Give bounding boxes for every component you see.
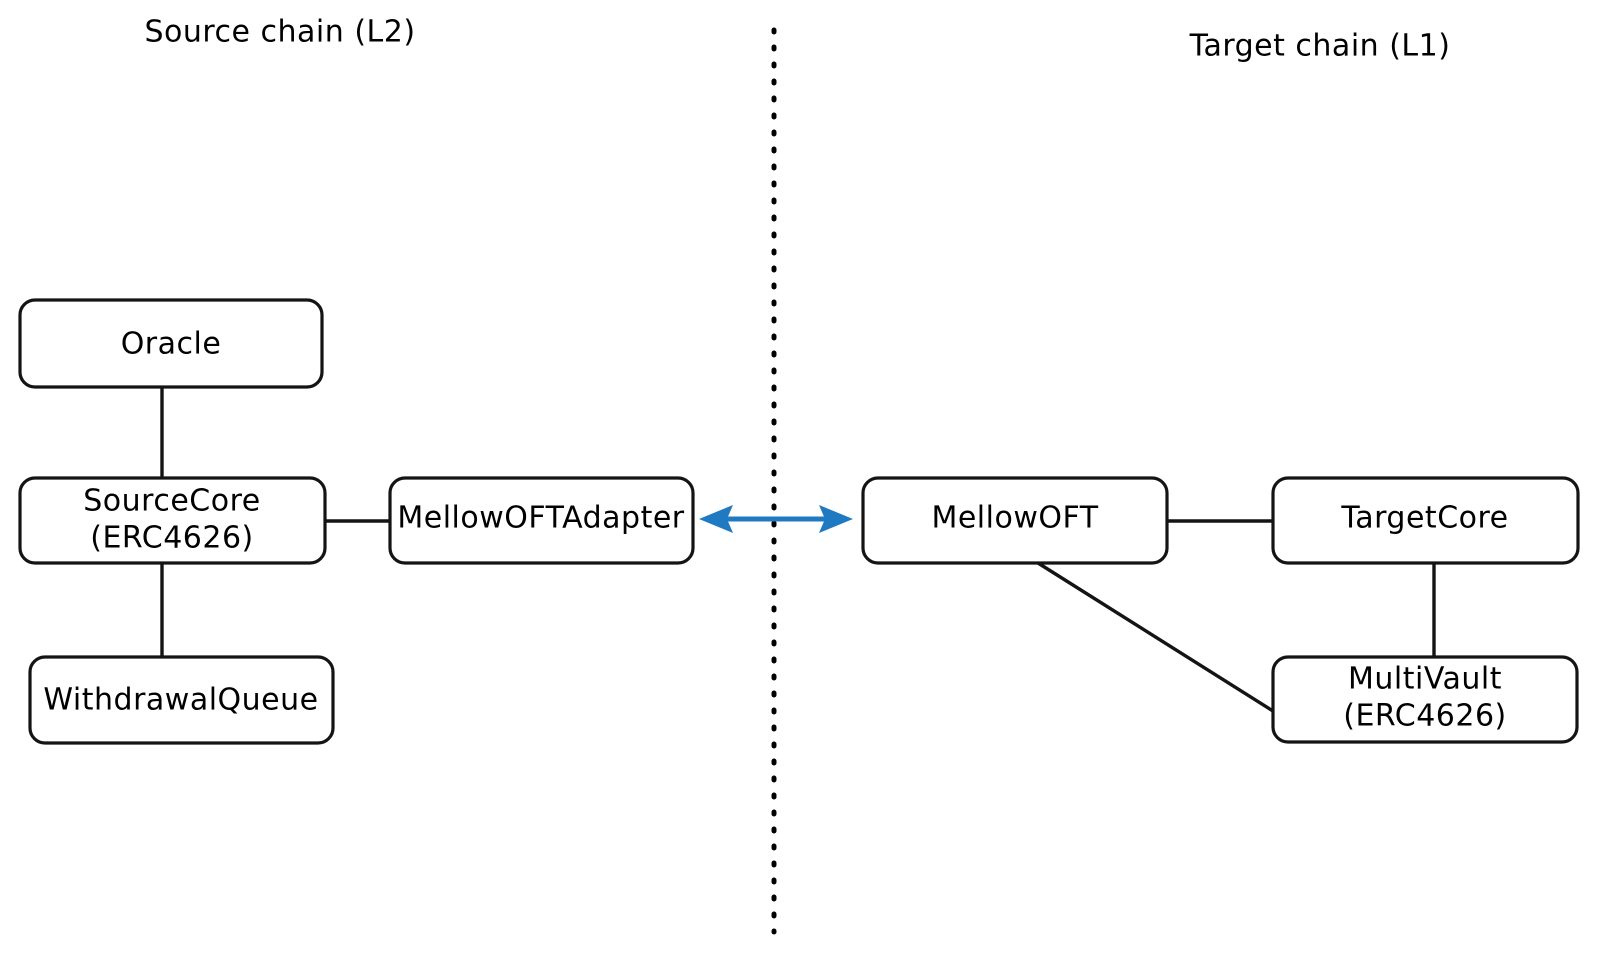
node-multi-vault-box[interactable] bbox=[1271, 655, 1579, 744]
node-mellow-oft-label: MellowOFT bbox=[931, 501, 1098, 536]
node-multi-vault-label-line1: MultiVault bbox=[1348, 662, 1502, 697]
node-target-core[interactable]: TargetCore bbox=[1271, 476, 1580, 565]
nodes-layer: Oracle SourceCore (ERC4626) WithdrawalQu… bbox=[18, 298, 1580, 745]
node-mellow-oft-adapter[interactable]: MellowOFTAdapter bbox=[388, 476, 695, 565]
node-mellow-oft-adapter-label: MellowOFTAdapter bbox=[397, 501, 684, 536]
node-source-core-label-line2: (ERC4626) bbox=[90, 521, 254, 556]
node-mellow-oft-adapter-box[interactable] bbox=[388, 476, 695, 565]
region-labels-layer: Source chain (L2) Target chain (L1) bbox=[144, 15, 1451, 64]
node-withdrawal-queue-box[interactable] bbox=[28, 655, 335, 745]
node-oracle[interactable]: Oracle bbox=[18, 298, 324, 389]
region-label-source-chain: Source chain (L2) bbox=[144, 15, 415, 50]
node-multi-vault-label-line2: (ERC4626) bbox=[1343, 699, 1507, 734]
edges-layer bbox=[160, 385, 1436, 713]
node-target-core-box[interactable] bbox=[1271, 476, 1580, 565]
node-oracle-label: Oracle bbox=[121, 327, 222, 362]
edge-mellow-oft-to-multi-vault bbox=[1036, 561, 1275, 713]
node-source-core-label-line1: SourceCore bbox=[83, 484, 260, 519]
node-mellow-oft[interactable]: MellowOFT bbox=[861, 476, 1169, 565]
node-withdrawal-queue[interactable]: WithdrawalQueue bbox=[28, 655, 335, 745]
node-multi-vault[interactable]: MultiVault (ERC4626) bbox=[1271, 655, 1579, 744]
cross-chain-bridge-arrow bbox=[699, 505, 853, 533]
node-oracle-box[interactable] bbox=[18, 298, 324, 389]
node-withdrawal-queue-label: WithdrawalQueue bbox=[43, 683, 318, 718]
node-source-core[interactable]: SourceCore (ERC4626) bbox=[18, 476, 327, 565]
node-mellow-oft-box[interactable] bbox=[861, 476, 1169, 565]
node-target-core-label: TargetCore bbox=[1340, 501, 1508, 536]
arrow-head-left-icon bbox=[699, 505, 733, 533]
node-source-core-box[interactable] bbox=[18, 476, 327, 565]
region-label-target-chain: Target chain (L1) bbox=[1189, 29, 1451, 64]
arrow-head-right-icon bbox=[819, 505, 853, 533]
